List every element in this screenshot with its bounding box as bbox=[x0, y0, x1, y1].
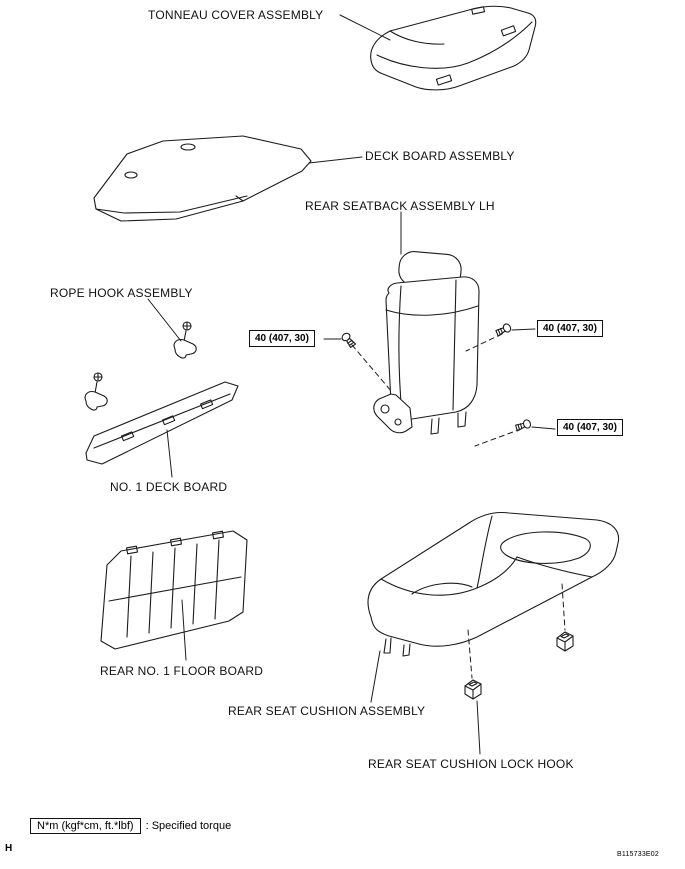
rope-hook-label: ROPE HOOK ASSEMBLY bbox=[50, 286, 193, 300]
torque-callout-right-lower: 40 (407, 30) bbox=[557, 419, 623, 436]
lock-hook-label: REAR SEAT CUSHION LOCK HOOK bbox=[368, 757, 574, 771]
figure-code: B115733E02 bbox=[617, 851, 659, 858]
dashed-lines bbox=[351, 333, 566, 679]
no1-deck-board-label: NO. 1 DECK BOARD bbox=[110, 480, 228, 494]
torque-legend-text: : Specified torque bbox=[145, 820, 232, 832]
torque-callout-left: 40 (407, 30) bbox=[249, 330, 315, 347]
rear-seatback-drawing bbox=[373, 251, 480, 435]
rear-seatback-label: REAR SEATBACK ASSEMBLY LH bbox=[305, 199, 495, 213]
floor-board-label: REAR NO. 1 FLOOR BOARD bbox=[100, 664, 264, 678]
lock-hook-drawing bbox=[464, 631, 574, 700]
deck-board-label: DECK BOARD ASSEMBLY bbox=[365, 149, 515, 163]
seat-cushion-drawing bbox=[367, 511, 620, 657]
deck-board-drawing bbox=[93, 135, 312, 222]
seat-cushion-label: REAR SEAT CUSHION ASSEMBLY bbox=[228, 704, 426, 718]
torque-legend: N*m (kgf*cm, ft.*lbf) : Specified torque bbox=[30, 818, 231, 834]
tonneau-cover-drawing bbox=[370, 5, 537, 91]
rope-hook-drawing bbox=[84, 321, 197, 411]
leader-lines bbox=[147, 14, 556, 755]
torque-units-box: N*m (kgf*cm, ft.*lbf) bbox=[30, 818, 141, 834]
torque-callout-right-upper: 40 (407, 30) bbox=[537, 320, 603, 337]
no1-deck-board-drawing bbox=[85, 381, 239, 465]
tonneau-cover-label: TONNEAU COVER ASSEMBLY bbox=[148, 8, 324, 22]
floor-board-drawing bbox=[100, 530, 248, 650]
page-marker: H bbox=[5, 843, 13, 854]
